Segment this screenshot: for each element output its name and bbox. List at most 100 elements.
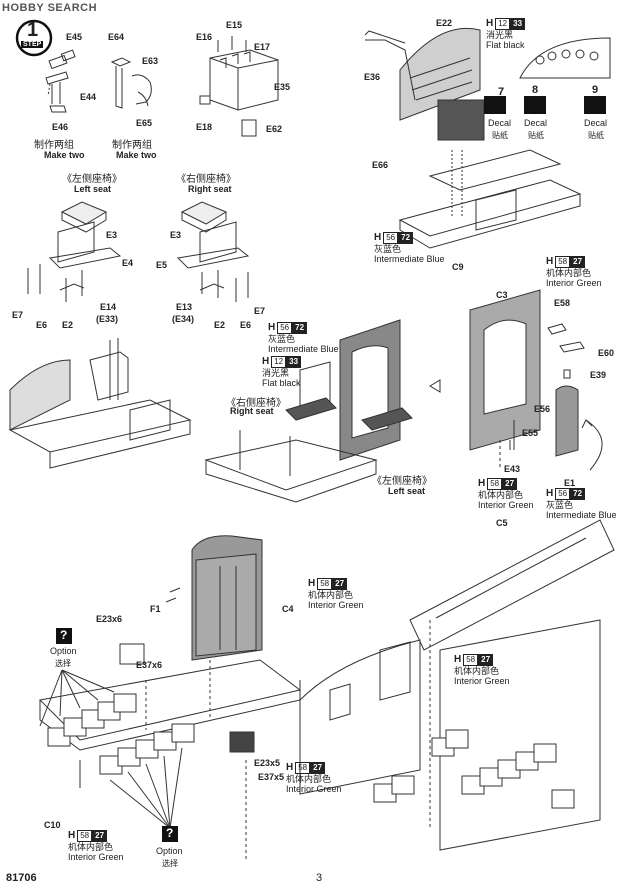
option-arrows-bottom [109,747,183,829]
part-label-e16: E16 [196,32,213,42]
decal-9-en: Decal [584,118,608,128]
decal-8-number: 8 [532,84,539,96]
left-seat-en-2: Left seat [388,486,426,496]
part-label-e44: E44 [80,92,97,102]
decal-7-en: Decal [488,118,512,128]
part-label-e62: E62 [266,124,283,134]
e35-block [199,36,279,137]
part-label-e22: E22 [436,18,453,28]
part-label-e58: E58 [554,298,571,308]
make-two-cn-2: 制作两组 [112,140,152,151]
part-label-e18: E18 [196,122,213,132]
option-en-bottom: Option [156,846,183,856]
bulkhead-c4 [165,535,263,661]
part-label-e6-left: E6 [36,320,48,330]
part-label-e23x5: E23x5 [254,758,281,768]
decal-icons [484,96,606,114]
bulkhead-seats [204,319,413,503]
fuselage-c5 [299,519,615,851]
part-label-e66: E66 [372,160,389,170]
part-label-e23x6: E23x6 [96,614,123,624]
part-label-e1: E1 [564,478,576,488]
e64-e63-part [110,57,152,109]
part-label-e4: E4 [122,258,134,268]
make-two-cn-1: 制作两组 [34,140,74,151]
part-label-e33: (E33) [96,314,119,324]
part-label-e60: E60 [598,348,615,358]
part-label-e7-right: E7 [254,306,266,316]
part-label-e14: E14 [100,302,117,312]
ammo-boxes-left [47,643,255,775]
part-label-c9: C9 [452,262,464,272]
part-label-c4: C4 [282,604,294,614]
part-label-e56: E56 [534,404,551,414]
part-label-e3-right: E3 [170,230,182,240]
option-en-top: Option [50,646,77,656]
part-label-e63: E63 [142,56,159,66]
part-label-e5: E5 [156,260,168,270]
page-number: 3 [316,872,323,884]
part-label-e17: E17 [254,42,271,52]
part-label-e35: E35 [274,82,291,92]
decal-8-en: Decal [524,118,548,128]
part-label-e2-left: E2 [62,320,74,330]
right-seat-parts [176,201,250,302]
right-seat-en-2: Right seat [230,406,274,416]
decal-7-cn: 贴纸 [492,131,508,140]
part-label-f1: F1 [150,604,161,614]
part-label-e34: (E34) [172,314,195,324]
right-seat-cn: 《右侧座椅》 [176,174,236,185]
left-seat-cn: 《左侧座椅》 [62,174,122,185]
part-label-e65: E65 [136,118,153,128]
part-label-e39: E39 [590,370,607,380]
option-icon-top: ? [60,628,68,642]
option-icon-bottom: ? [166,826,174,840]
part-label-e2-right: E2 [214,320,226,330]
part-label-e46: E46 [52,122,69,132]
option-arrows-top [39,669,115,727]
floor-c9 [398,149,582,249]
part-label-e43: E43 [504,464,521,474]
decal-9-number: 9 [592,84,599,96]
right-seat-cn-2: 《右侧座椅》 [226,398,286,409]
part-label-c10: C10 [44,820,61,830]
e45-e44-part [45,49,76,113]
left-seat-cn-2: 《左侧座椅》 [372,476,432,487]
decal-7: 7 [497,86,505,98]
step-badge-label: STEP [21,41,44,48]
decal-9-cn: 贴纸 [588,131,604,140]
step-badge-number: 1 [27,19,39,41]
instrument-panel-e22 [364,27,481,121]
part-label-e36: E36 [364,72,381,82]
part-label-e13: E13 [176,302,193,312]
part-label-e37x6: E37x6 [136,660,163,670]
footer-code: 81706 [6,872,37,884]
part-label-c5: C5 [496,518,508,528]
make-two-en-1: Make two [44,150,85,160]
decal-8-cn: 贴纸 [528,131,544,140]
right-seat-en: Right seat [188,184,232,194]
option-cn-bottom: 选择 [162,859,178,868]
part-label-e55: E55 [522,428,539,438]
part-label-e7-left: E7 [12,310,24,320]
part-label-e64: E64 [108,32,125,42]
option-cn-top: 选择 [55,659,71,668]
part-label-e3-left: E3 [106,230,118,240]
ammo-boxes-right [373,729,575,809]
watermark: HOBBY SEARCH [2,2,98,14]
left-seat-en: Left seat [74,184,112,194]
cockpit-assembly-left [8,338,192,469]
part-label-e6-right: E6 [240,320,252,330]
